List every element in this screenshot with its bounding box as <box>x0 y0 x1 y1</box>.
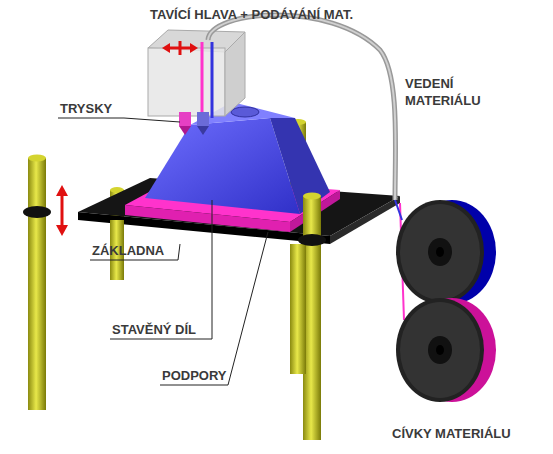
part-label: CÍVKY MATERIÁLU <box>392 425 511 442</box>
part-label: TRYSKY <box>60 100 112 117</box>
part-label: TAVÍCÍ HLAVA + PODÁVÁNÍ MAT. <box>150 6 353 23</box>
part-label: PODPORY <box>162 367 227 384</box>
part-label: STAVĚNÝ DÍL <box>112 321 196 338</box>
part-label: VEDENÍ MATERIÁLU <box>405 75 501 109</box>
part-label: ZÁKLADNA <box>92 242 164 259</box>
